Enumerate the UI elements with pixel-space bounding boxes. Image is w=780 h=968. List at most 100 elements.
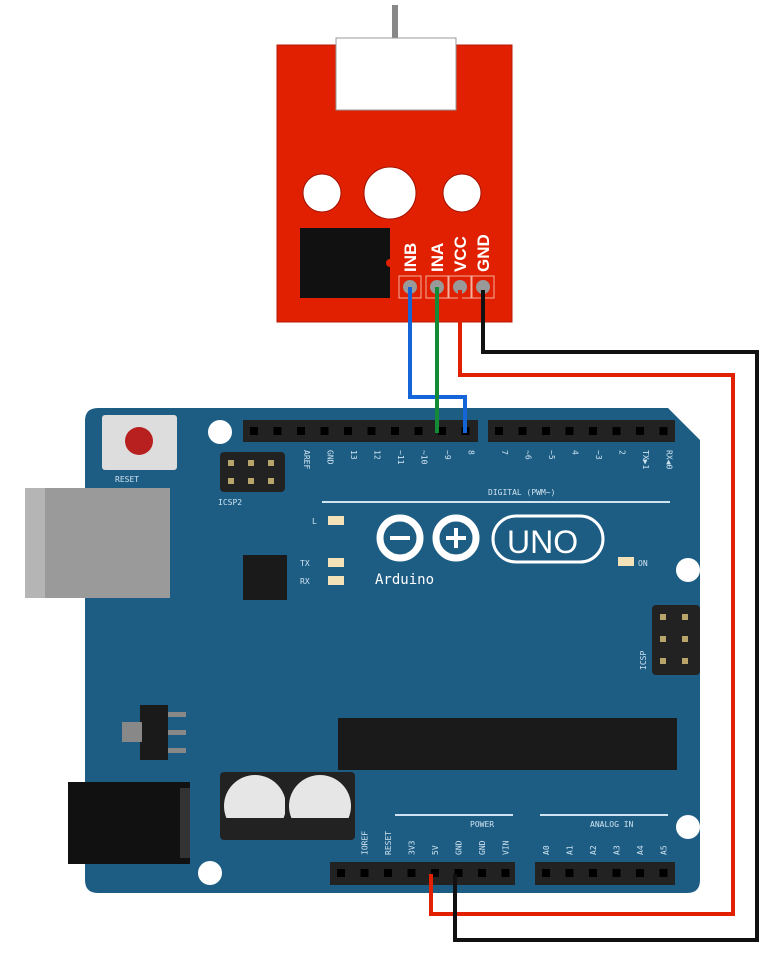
header-pin[interactable] [612, 869, 621, 877]
digital-pin-label: 12 [373, 450, 382, 460]
digital-pin-label: 8 [467, 450, 476, 455]
digital-pin-label: RX◀0 [665, 450, 674, 469]
digital-pin-label: AREF [302, 450, 311, 469]
digital-pin-label: TX▶1 [641, 450, 650, 469]
header-pin[interactable] [565, 427, 574, 435]
analog-pin-label: A4 [636, 845, 645, 855]
header-pin[interactable] [501, 869, 510, 877]
header-pin[interactable] [344, 427, 352, 435]
analog-pin-label: A1 [566, 845, 575, 855]
led-tx-label: TX [300, 559, 310, 568]
mount-hole [676, 815, 700, 839]
arduino-logo: Arduino UNO [375, 514, 605, 588]
model-text: UNO [507, 524, 578, 560]
capacitor [220, 772, 290, 840]
digital-pin-label: 7 [500, 450, 509, 455]
mount-hole [198, 861, 222, 885]
power-pin-label: GND [455, 840, 464, 855]
digital-pin-label: GND [326, 450, 335, 465]
header-pin[interactable] [454, 869, 463, 877]
header-pin[interactable] [250, 427, 258, 435]
analog-header [535, 862, 675, 885]
header-pin[interactable] [542, 869, 550, 877]
power-pin-label: GND [478, 840, 487, 855]
power-header [330, 862, 515, 885]
digital-pin-label: 4 [571, 450, 580, 455]
header-pin[interactable] [360, 869, 369, 877]
header-pin[interactable] [612, 427, 621, 435]
header-pin[interactable] [407, 869, 416, 877]
power-jack [68, 782, 190, 864]
digital-pin-label: ~9 [443, 450, 452, 460]
header-pin[interactable] [542, 427, 550, 435]
reset-button[interactable]: RESET [102, 415, 177, 484]
header-pin[interactable] [659, 869, 668, 877]
header-pin[interactable] [297, 427, 305, 435]
header-pin[interactable] [273, 427, 282, 435]
wire-gnd-to-gnd [453, 290, 759, 942]
header-pin[interactable] [636, 427, 644, 435]
module-pin-gnd[interactable] [476, 280, 490, 294]
capacitor [285, 772, 355, 840]
header-pin[interactable] [384, 869, 392, 877]
mount-hole [676, 558, 700, 582]
header-pin[interactable] [589, 427, 597, 435]
header-pin[interactable] [518, 427, 527, 435]
header-pin[interactable] [337, 869, 345, 877]
power-pin-label: RESET [384, 831, 393, 855]
module-pin-label: VCC [451, 236, 470, 272]
digital-header-low [488, 420, 675, 442]
module-pin-label: GND [474, 234, 493, 272]
analog-pin-label: A2 [589, 845, 598, 855]
microcontroller-chip [338, 718, 677, 770]
header-pin[interactable] [367, 427, 376, 435]
digital-pin-label: ~6 [524, 450, 533, 460]
digital-pin-label: ~11 [396, 450, 405, 465]
led-l [328, 516, 344, 525]
motor-shaft [392, 5, 398, 40]
brand-text: Arduino [375, 572, 434, 588]
led-on-label: ON [638, 559, 648, 568]
module-pin-vcc[interactable] [453, 280, 467, 294]
power-label: POWER [470, 820, 494, 829]
analog-pin-label: A5 [660, 845, 669, 855]
led-l-label: L [312, 517, 317, 526]
wires [408, 287, 759, 942]
header-pin[interactable] [438, 427, 446, 435]
header-pin[interactable] [414, 427, 423, 435]
digital-pin-label: 2 [618, 450, 627, 455]
digital-pin-label: ~3 [594, 450, 603, 460]
power-pin-label: IOREF [361, 831, 370, 855]
header-pin[interactable] [565, 869, 574, 877]
header-pin[interactable] [636, 869, 644, 877]
header-pin[interactable] [495, 427, 503, 435]
header-pin[interactable] [391, 427, 399, 435]
mount-hole [208, 420, 232, 444]
module-pin-label: INA [428, 243, 447, 272]
led-rx-label: RX [300, 577, 310, 586]
icsp2-label: ICSP2 [218, 498, 242, 507]
reset-label: RESET [115, 475, 139, 484]
analog-label: ANALOG IN [590, 820, 634, 829]
icsp-label: ICSP [639, 651, 648, 670]
header-pin[interactable] [589, 869, 597, 877]
voltage-regulator [122, 705, 186, 760]
icsp2-header: ICSP2 [218, 452, 285, 507]
header-pin[interactable] [320, 427, 329, 435]
header-pin[interactable] [659, 427, 668, 435]
icsp-header: ICSP [639, 605, 700, 675]
wire-vcc-to-5v [429, 290, 735, 916]
digital-pin-label: ~10 [420, 450, 429, 465]
motor-body [335, 37, 457, 111]
driver-chip [300, 228, 390, 298]
small-chip [243, 555, 287, 600]
power-pin-label: VIN [502, 840, 511, 855]
digital-header-high [243, 420, 478, 442]
led-on [618, 557, 634, 566]
header-pin[interactable] [431, 869, 439, 877]
digital-pin-label: 13 [349, 450, 358, 460]
header-pin[interactable] [478, 869, 486, 877]
